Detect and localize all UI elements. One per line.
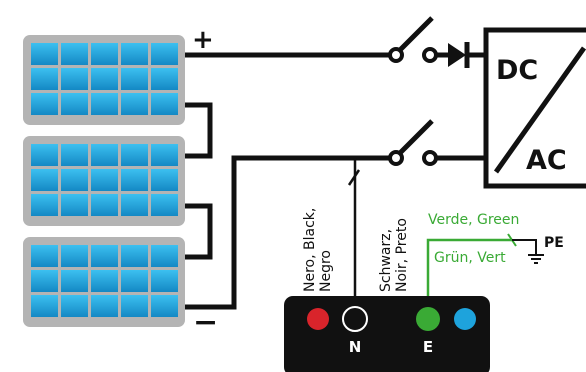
terminal-e-label: E [423, 338, 433, 356]
pv-cell [91, 68, 118, 90]
pv-cell [151, 144, 178, 166]
pv-cell [121, 68, 148, 90]
pv-cell [91, 270, 118, 292]
switch-top-contact-left [388, 47, 404, 63]
pv-cell [151, 245, 178, 267]
pv-cell [91, 194, 118, 216]
pv-cell [31, 245, 58, 267]
switch-top-contact-right [422, 47, 438, 63]
pv-cell [31, 295, 58, 317]
solar-panel-bottom [23, 237, 185, 327]
solar-panel-middle [23, 136, 185, 226]
inverter-box: DC AC [483, 27, 586, 189]
pv-cell [61, 270, 88, 292]
pv-cell [31, 144, 58, 166]
ac-label: AC [526, 145, 567, 176]
pv-cell [121, 245, 148, 267]
panel-link-lower [185, 203, 213, 260]
black2-wire-label-2: Noir, Preto [394, 218, 410, 292]
negative-label: − [193, 305, 218, 340]
pv-cell [121, 270, 148, 292]
pv-cell [31, 270, 58, 292]
solar-panel-top [23, 35, 185, 125]
positive-label: + [192, 25, 214, 55]
pv-cell [121, 169, 148, 191]
pv-cell [91, 295, 118, 317]
pv-cell [91, 43, 118, 65]
black2-wire-label-1: Schwarz, [378, 229, 394, 292]
terminal-blue[interactable] [454, 308, 476, 330]
pv-cell [91, 93, 118, 115]
panel-link-upper [185, 102, 213, 159]
pv-cell [61, 68, 88, 90]
pe-wire [512, 239, 537, 254]
pe-label: PE [544, 235, 564, 251]
green-wire-label-1: Verde, Green [428, 212, 519, 228]
terminal-n[interactable] [342, 306, 368, 332]
pv-cell [61, 169, 88, 191]
pv-cell [151, 68, 178, 90]
pv-cell [151, 194, 178, 216]
pv-cell [151, 169, 178, 191]
pv-cell [61, 144, 88, 166]
pv-cell [61, 295, 88, 317]
pv-cell [31, 93, 58, 115]
pv-cell [31, 194, 58, 216]
pv-cell [31, 68, 58, 90]
black-wire-label-2: Negro [318, 250, 334, 292]
terminal-n-label: N [349, 338, 362, 356]
dc-label: DC [496, 55, 538, 86]
switch-bottom-contact-right [422, 150, 438, 166]
pv-cell [91, 169, 118, 191]
green-wire-label-2: Grün, Vert [434, 250, 506, 266]
pv-cell [61, 43, 88, 65]
test-instrument: N E [284, 296, 490, 372]
switch-bottom-contact-left [388, 150, 404, 166]
pv-cell [31, 43, 58, 65]
pv-cell [121, 144, 148, 166]
pv-cell [151, 270, 178, 292]
ground-icon [528, 254, 544, 264]
pv-cell [31, 169, 58, 191]
terminal-red[interactable] [307, 308, 329, 330]
negative-wire [185, 155, 390, 310]
black-wire-label-1: Nero, Black, [302, 208, 318, 292]
pv-cell [61, 245, 88, 267]
pv-cell [121, 93, 148, 115]
pv-cell [151, 93, 178, 115]
pv-cell [121, 295, 148, 317]
pv-cell [121, 194, 148, 216]
pv-cell [151, 295, 178, 317]
pv-cell [121, 43, 148, 65]
pv-cell [61, 93, 88, 115]
green-probe-wire [426, 238, 512, 318]
switch-bottom-blade [398, 119, 434, 155]
pv-cell [61, 194, 88, 216]
pv-cell [91, 144, 118, 166]
pv-cell [91, 245, 118, 267]
pv-cell [151, 43, 178, 65]
probe-clip-mark [347, 169, 361, 186]
diode-icon [448, 42, 470, 68]
switch-top-blade [398, 16, 434, 52]
terminal-e[interactable] [416, 307, 440, 331]
